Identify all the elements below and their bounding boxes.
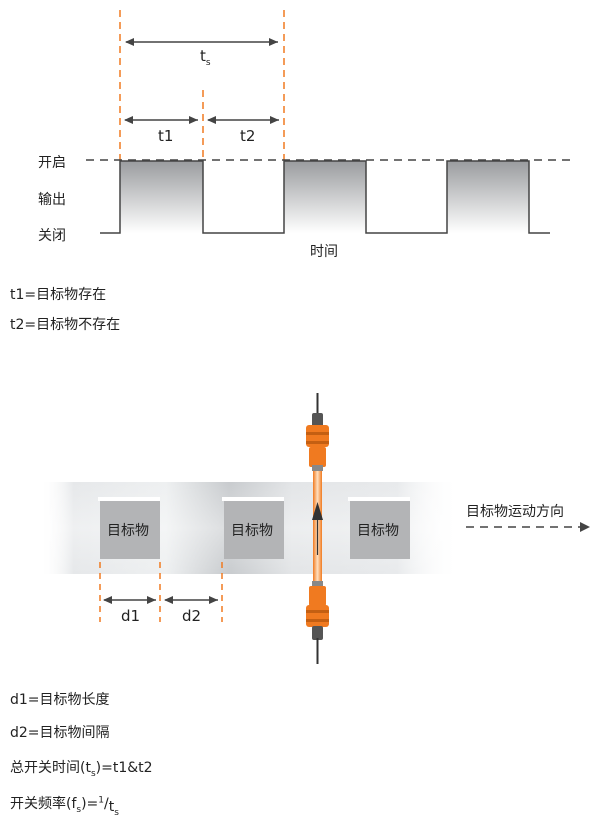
- total-prefix: 总开关时间(t: [10, 760, 91, 776]
- freq-prefix: 开关频率(f: [10, 796, 77, 812]
- definition-t1: t1=目标物存在: [10, 287, 107, 303]
- total-sub: s: [90, 768, 96, 779]
- definition-d1: d1=目标物长度: [10, 692, 110, 708]
- state-output-label: 输出: [38, 192, 66, 208]
- object-1: 目标物: [98, 497, 160, 559]
- freq-den: ts: [108, 799, 119, 818]
- sensor-receiver: [306, 581, 329, 664]
- freq-mid: )=: [81, 796, 99, 812]
- object-3: 目标物: [348, 497, 410, 559]
- t1-label: t1: [158, 127, 173, 145]
- freq-den-main: t: [108, 799, 115, 815]
- freq-slash: /: [104, 796, 109, 812]
- t2-label: t2: [240, 127, 255, 145]
- sensor-emitter: [306, 393, 329, 471]
- period-label-sub: s: [206, 58, 211, 68]
- definition-switch-frequency: 开关频率(fs)=1/ts: [10, 793, 119, 818]
- object-2: 目标物: [222, 497, 284, 559]
- object-3-label: 目标物: [357, 523, 399, 539]
- period-label-main: t: [200, 47, 206, 65]
- state-off-label: 关闭: [38, 228, 66, 244]
- period-label: ts: [200, 47, 211, 68]
- conveyor-diagram: 目标物 目标物 目标物: [40, 393, 590, 664]
- d1-label: d1: [121, 607, 140, 625]
- pulse-3: [447, 161, 529, 233]
- beam-direction-arrow-icon: [312, 502, 323, 520]
- total-suffix: )=t1&t2: [95, 760, 153, 776]
- object-1-label: 目标物: [107, 523, 149, 539]
- definition-d2: d2=目标物间隔: [10, 725, 110, 741]
- freq-den-sub: s: [114, 807, 119, 818]
- pulse-2: [284, 161, 366, 233]
- freq-sub: s: [76, 804, 82, 815]
- direction-label: 目标物运动方向: [466, 504, 564, 520]
- timing-diagram: ts t1 t2 开启 输出 关闭 时间: [38, 10, 572, 260]
- direction-arrowhead-icon: [580, 522, 590, 532]
- definition-t2: t2=目标物不存在: [10, 317, 121, 333]
- pulse-1: [120, 161, 203, 233]
- freq-num: 1: [98, 795, 105, 806]
- definition-total-switch-time: 总开关时间(ts)=t1&t2: [10, 757, 153, 779]
- time-axis-label: 时间: [310, 244, 338, 260]
- d2-label: d2: [182, 607, 201, 625]
- object-2-label: 目标物: [231, 523, 273, 539]
- state-on-label: 开启: [38, 155, 66, 171]
- output-signal: [100, 160, 550, 234]
